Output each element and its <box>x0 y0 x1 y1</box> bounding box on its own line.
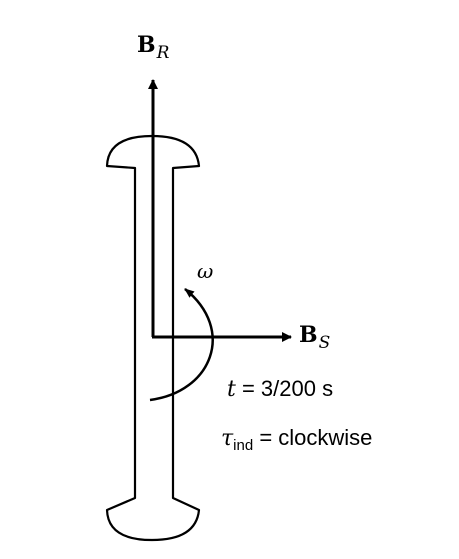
time-variable: t <box>227 377 236 402</box>
torque-subscript: ind <box>233 437 254 454</box>
torque-symbol: τ <box>221 426 234 451</box>
omega-label: ω <box>197 259 214 283</box>
br-label-main: B <box>137 32 156 58</box>
time-label: t = 3/200 s <box>227 378 333 401</box>
torque-value: = clockwise <box>253 425 373 450</box>
rotation-arc-omega <box>149 288 214 402</box>
torque-label: τind = clockwise <box>221 425 373 454</box>
br-label: BR <box>137 32 169 62</box>
rotor-outline <box>105 134 201 542</box>
br-label-sub: R <box>156 43 170 63</box>
time-value: = 3/200 s <box>235 376 334 401</box>
bs-label: BS <box>299 322 330 352</box>
bs-label-main: B <box>299 322 318 348</box>
bs-label-sub: S <box>318 333 331 353</box>
